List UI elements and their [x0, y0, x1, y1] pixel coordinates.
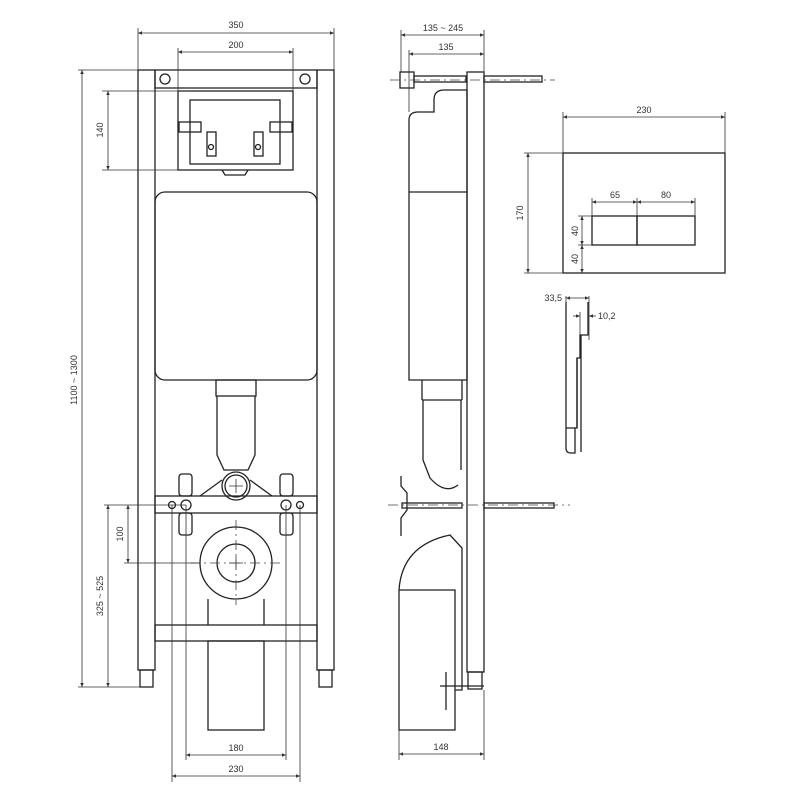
dim-base-depth: 148 — [433, 742, 448, 752]
cistern-side — [408, 89, 468, 381]
dimension-lines — [78, 28, 335, 782]
flush-button-small — [591, 215, 638, 246]
front-view: 350 200 140 1100 ~ 1300 100 325 ~ 525 18… — [69, 20, 335, 782]
flush-plate — [562, 152, 726, 274]
dim-plate-width: 230 — [636, 105, 651, 115]
dim-bolt-outer: 230 — [228, 764, 243, 774]
top-anchor-rod — [390, 71, 555, 89]
dim-depth-min: 135 — [438, 42, 453, 52]
flush-pipe-side — [421, 380, 463, 490]
dim-plate-profile: 10,2 — [598, 311, 616, 321]
dim-width-total: 350 — [228, 20, 243, 30]
dim-button-offset: 40 — [570, 254, 580, 264]
side-view: 135 ~ 245 135 148 — [388, 23, 570, 760]
dim-outlet-offset: 100 — [115, 526, 125, 541]
dim-button-left: 65 — [610, 190, 620, 200]
flush-plate-profile: 33,5 10,2 — [544, 293, 616, 454]
flush-plate-front: 230 170 65 80 40 40 — [515, 105, 726, 274]
mount-hole-icon — [299, 73, 311, 85]
dim-height-total: 1100 ~ 1300 — [69, 355, 79, 405]
dim-bracket-height: 140 — [95, 122, 105, 137]
outlet — [190, 520, 282, 625]
dim-depth-range: 135 ~ 245 — [423, 23, 463, 33]
dim-button-height: 40 — [570, 226, 580, 236]
lower-crossbar — [154, 624, 318, 642]
dim-plate-height: 170 — [515, 205, 525, 220]
frame-post — [466, 71, 485, 673]
lower-anchor-rod — [388, 476, 570, 536]
cistern-tank — [154, 191, 318, 381]
flush-pipe — [199, 379, 273, 501]
bowl-support — [398, 534, 463, 731]
floor-anchor — [440, 672, 484, 710]
dim-outlet-height: 325 ~ 525 — [95, 576, 105, 616]
flush-bracket — [177, 90, 294, 176]
dim-button-right: 80 — [661, 190, 671, 200]
dim-plate-thickness: 33,5 — [544, 293, 562, 303]
flush-button-large — [636, 215, 696, 246]
dim-bolt-inner: 180 — [228, 743, 243, 753]
drain-guide — [207, 640, 265, 731]
dim-bracket-width: 200 — [228, 40, 243, 50]
mount-hole-icon — [159, 73, 171, 85]
